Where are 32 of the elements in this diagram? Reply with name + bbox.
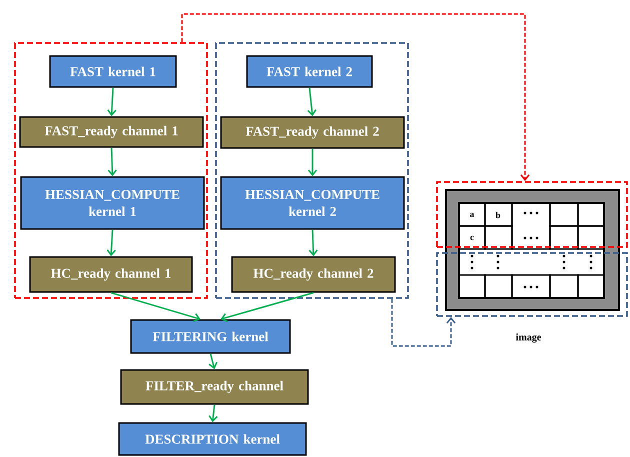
dashed-group-box xyxy=(215,42,409,299)
arrow xyxy=(391,298,456,347)
channel-box: HC_ready channel 2 xyxy=(231,256,396,293)
image-drawing xyxy=(445,189,620,311)
arrow xyxy=(208,354,218,370)
dashed-group-box xyxy=(14,42,208,299)
arrow xyxy=(106,230,116,256)
image-caption: image xyxy=(516,333,542,343)
channel-box: FAST_ready channel 2 xyxy=(220,116,405,149)
channel-box: FAST_ready channel 1 xyxy=(19,116,204,148)
arrow xyxy=(307,88,316,116)
kernel-box: FAST kernel 2 xyxy=(246,55,373,88)
kernel-box: HESSIAN_COMPUTE kernel 1 xyxy=(20,176,205,230)
arrow xyxy=(308,230,318,256)
arrow xyxy=(308,148,318,176)
channel-box: FILTER_ready channel xyxy=(120,369,309,405)
arrow xyxy=(107,88,116,116)
cell-letter: a xyxy=(470,212,474,218)
kernel-box: DESCRIPTION kernel xyxy=(118,422,307,456)
arrow xyxy=(220,292,314,322)
arrow xyxy=(181,13,530,182)
arrow xyxy=(208,404,218,422)
kernel-box: FILTERING kernel xyxy=(130,319,291,354)
kernel-box: FAST kernel 1 xyxy=(49,55,177,88)
channel-box: HC_ready channel 1 xyxy=(29,256,193,293)
arrow xyxy=(110,292,200,322)
dashed-group-box xyxy=(436,181,628,248)
dashed-group-box xyxy=(436,252,628,317)
kernel-box: HESSIAN_COMPUTE kernel 2 xyxy=(220,176,405,230)
arrow xyxy=(108,148,117,176)
cell-letter: b xyxy=(496,212,500,218)
cell-letter: c xyxy=(470,236,474,240)
